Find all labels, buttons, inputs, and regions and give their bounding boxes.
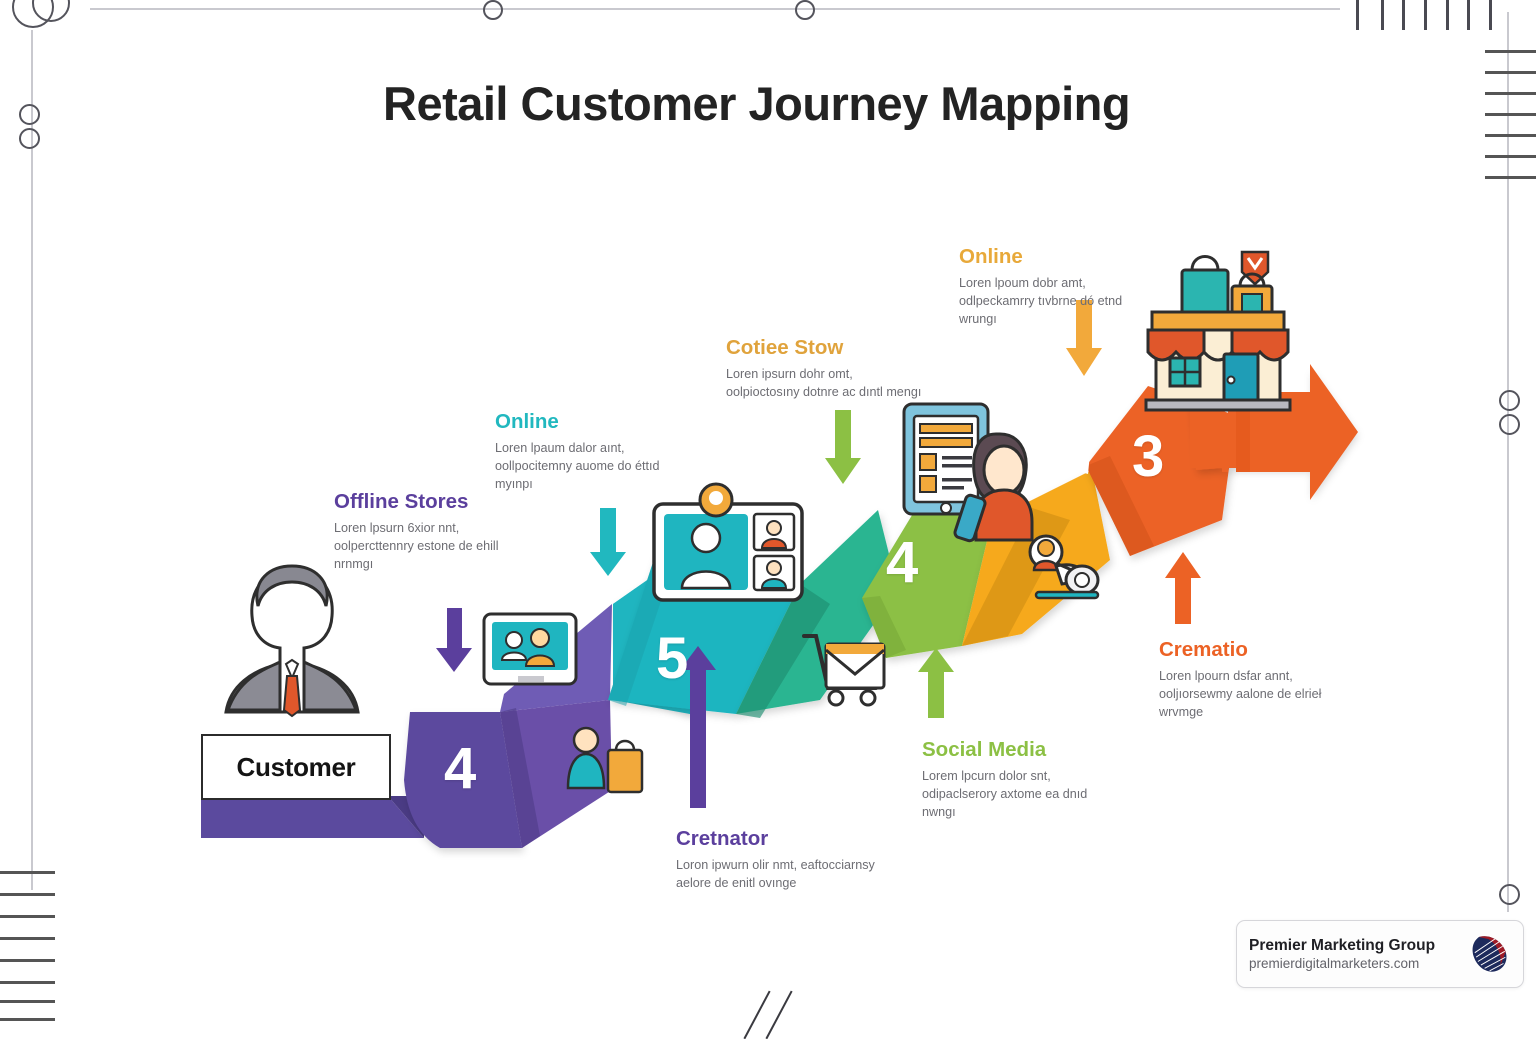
connector-arrow-online-gold [1066,300,1102,376]
ring-decor [19,104,40,125]
callout-cotiee-stow: Cotiee Stow Loren ipsurn dohr omt, oolpi… [726,336,926,401]
tablet-person-icon [902,402,1034,543]
ring-decor [1499,390,1520,411]
callout-title: Offline Stores [334,490,469,513]
ring-decor [1499,414,1520,435]
ring-decor [1499,884,1520,905]
segment-number-1: 4 [444,736,477,801]
page-title: Retail Customer Journey Mapping [383,77,1131,130]
connector-arrow-offline-stores [436,608,472,672]
cart-envelope-icon [802,634,886,707]
segment-number-4: 4 [886,530,919,595]
callout-body: Loren lpsurn 6xior nnt, oolpercttennry e… [334,520,499,572]
premier-logo-icon [1471,934,1507,974]
callout-body: Lorem lpcurn dolor snt, odipaclserory ax… [922,768,1088,820]
callout-offline-stores: Offline Stores Loren lpsurn 6xior nnt, o… [334,490,534,573]
callout-social-media: Social Media Lorem lpcurn dolor snt, odi… [922,738,1122,821]
customer-label: Customer [236,751,356,782]
video-screen-icon [482,612,578,686]
storefront-icon [1144,250,1292,412]
callout-body: Loren lpourn dsfar annt, ooljıorsewmy aa… [1159,668,1322,720]
ring-decor [795,0,815,20]
laptop-person-icon [1028,534,1100,600]
ring-decor [19,128,40,149]
callout-body: Loren lpoum dobr amt, odlpeckamrry tıvbr… [959,275,1123,327]
callout-online-teal: Online Loren lpaum dalor aınt, oollpocit… [495,410,695,493]
watermark-badge: Premier Marketing Group premierdigitalma… [1236,920,1524,988]
callout-title: Cotiee Stow [726,336,844,359]
callout-title: Social Media [922,738,1047,761]
connector-arrow-cretnator [680,646,716,808]
callout-title: Online [959,245,1023,268]
customer-avatar-icon [224,564,360,718]
callout-title: Online [495,410,559,433]
shopper-bag-icon [566,726,644,794]
callout-body: Loren ipsurn dohr omt, oolpioctosıny dot… [726,366,922,399]
watermark-company-name: Premier Marketing Group [1249,936,1436,954]
callout-title: Cretnator [676,827,769,850]
callout-online-gold: Online Loren lpoum dobr amt, odlpeckamrr… [959,245,1159,328]
callout-body: Loron ipwurn olir nmt, eaftocciarnsy ael… [676,857,875,890]
connector-arrow-crematio [1165,552,1201,624]
connector-arrow-cotiee-stow [825,410,861,484]
connector-arrow-social-media [918,648,954,718]
callout-cretnator: Cretnator Loron ipwurn olir nmt, eaftocc… [676,827,876,892]
video-call-icon [652,482,804,602]
customer-start-box: Customer [201,734,391,800]
ring-decor [483,0,503,20]
connector-arrow-online-teal [590,508,626,576]
callout-title: Crematio [1159,638,1248,661]
callout-body: Loren lpaum dalor aınt, oollpocitemny au… [495,440,660,492]
segment-number-6: 3 [1132,424,1165,489]
segment-number-2: 5 [656,626,689,691]
callout-crematio: Crematio Loren lpourn dsfar annt, ooljıo… [1159,638,1359,721]
watermark-url: premierdigitalmarketers.com [1249,955,1420,971]
